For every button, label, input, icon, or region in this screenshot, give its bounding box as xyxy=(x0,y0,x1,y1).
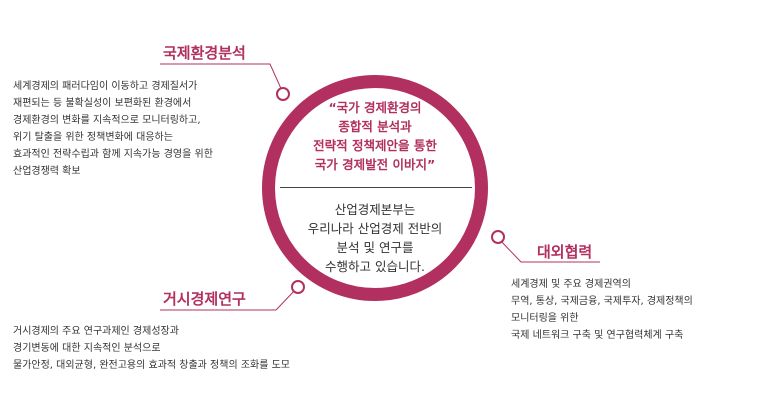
desc-line: 거시경제의 주요 연구과제인 경제성장과 xyxy=(13,326,179,337)
center-quote-line: 국가 경제발전 이바지” xyxy=(314,157,436,172)
center-quote-line: 종합적 분석과 xyxy=(338,119,412,134)
node-macro xyxy=(291,280,305,294)
desc-line: 위기 탈출을 위한 정책변화에 대응하는 xyxy=(13,132,173,143)
center-description: 산업경제본부는 우리나라 산업경제 전반의 분석 및 연구를 수행하고 있습니다… xyxy=(290,200,460,276)
section-title-international: 국제환경분석 xyxy=(163,44,246,62)
center-desc-line: 수행하고 있습니다. xyxy=(325,259,425,274)
desc-line: 산업경쟁력 확보 xyxy=(13,166,81,177)
desc-line: 경기변동에 대한 지속적인 분석으로 xyxy=(13,343,161,354)
section-title-macro: 거시경제연구 xyxy=(163,290,246,308)
desc-line: 물가안정, 대외균형, 완전고용의 효과적 창출과 정책의 조화를 도모 xyxy=(13,360,291,371)
connector-international xyxy=(160,63,284,94)
section-title-external: 대외협력 xyxy=(537,243,593,261)
desc-line: 무역, 통상, 국제금융, 국제투자, 경제정책의 xyxy=(511,296,693,307)
center-desc-line: 산업경제본부는 xyxy=(334,202,416,217)
desc-line: 재편되는 등 불확실성이 보편화된 환경에서 xyxy=(13,98,192,109)
desc-line: 경제환경의 변화를 지속적으로 모니터링하고, xyxy=(13,115,201,126)
center-quote-line: 전략적 정책제안을 통한 xyxy=(313,138,437,153)
center-desc-line: 분석 및 연구를 xyxy=(336,240,414,255)
desc-line: 모니터링을 위한 xyxy=(511,313,579,324)
desc-line: 세계경제의 패러다임이 이동하고 경제질서가 xyxy=(13,81,198,92)
section-desc-external: 세계경제 및 주요 경제권역의 무역, 통상, 국제금융, 국제투자, 경제정책… xyxy=(511,276,693,344)
node-external xyxy=(491,230,505,244)
node-international xyxy=(276,87,290,101)
desc-line: 세계경제 및 주요 경제권역의 xyxy=(511,279,631,290)
center-divider xyxy=(280,187,472,188)
center-quote: “국가 경제환경의 종합적 분석과 전략적 정책제안을 통한 국가 경제발전 이… xyxy=(290,98,460,174)
desc-line: 국제 네트워크 구축 및 연구협력체계 구축 xyxy=(511,330,684,341)
desc-line: 효과적인 전략수립과 함께 지속가능 경영을 위한 xyxy=(13,149,213,160)
center-quote-line: “국가 경제환경의 xyxy=(328,100,422,115)
section-desc-international: 세계경제의 패러다임이 이동하고 경제질서가 재편되는 등 불확실성이 보편화된… xyxy=(13,78,213,180)
center-desc-line: 우리나라 산업경제 전반의 xyxy=(307,221,443,236)
section-desc-macro: 거시경제의 주요 연구과제인 경제성장과 경기변동에 대한 지속적인 분석으로 … xyxy=(13,323,290,374)
connector-macro xyxy=(160,286,299,311)
connector-external xyxy=(497,237,600,263)
